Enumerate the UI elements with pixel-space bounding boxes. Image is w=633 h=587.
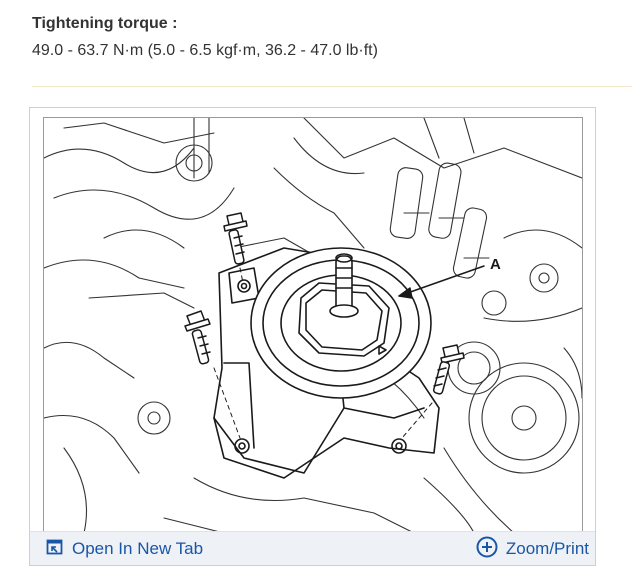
callout-label-a: A: [490, 256, 501, 273]
plus-circle-icon: [476, 536, 506, 563]
divider: [32, 86, 632, 87]
open-in-new-tab-button[interactable]: Open In New Tab: [46, 537, 203, 561]
open-in-new-tab-label: Open In New Tab: [72, 539, 204, 558]
engine-mount-diagram[interactable]: A: [43, 117, 583, 534]
zoom-print-button[interactable]: Zoom/Print: [476, 536, 589, 563]
torque-title: Tightening torque :: [32, 15, 178, 32]
open-new-tab-icon: [46, 538, 72, 561]
figure-card: A Open In New Tab Zoom/Print: [29, 107, 596, 566]
figure-toolbar: Open In New Tab Zoom/Print: [30, 531, 595, 565]
torque-value: 49.0 - 63.7 N·m (5.0 - 6.5 kgf·m, 36.2 -…: [32, 42, 378, 59]
zoom-print-label: Zoom/Print: [505, 539, 589, 558]
